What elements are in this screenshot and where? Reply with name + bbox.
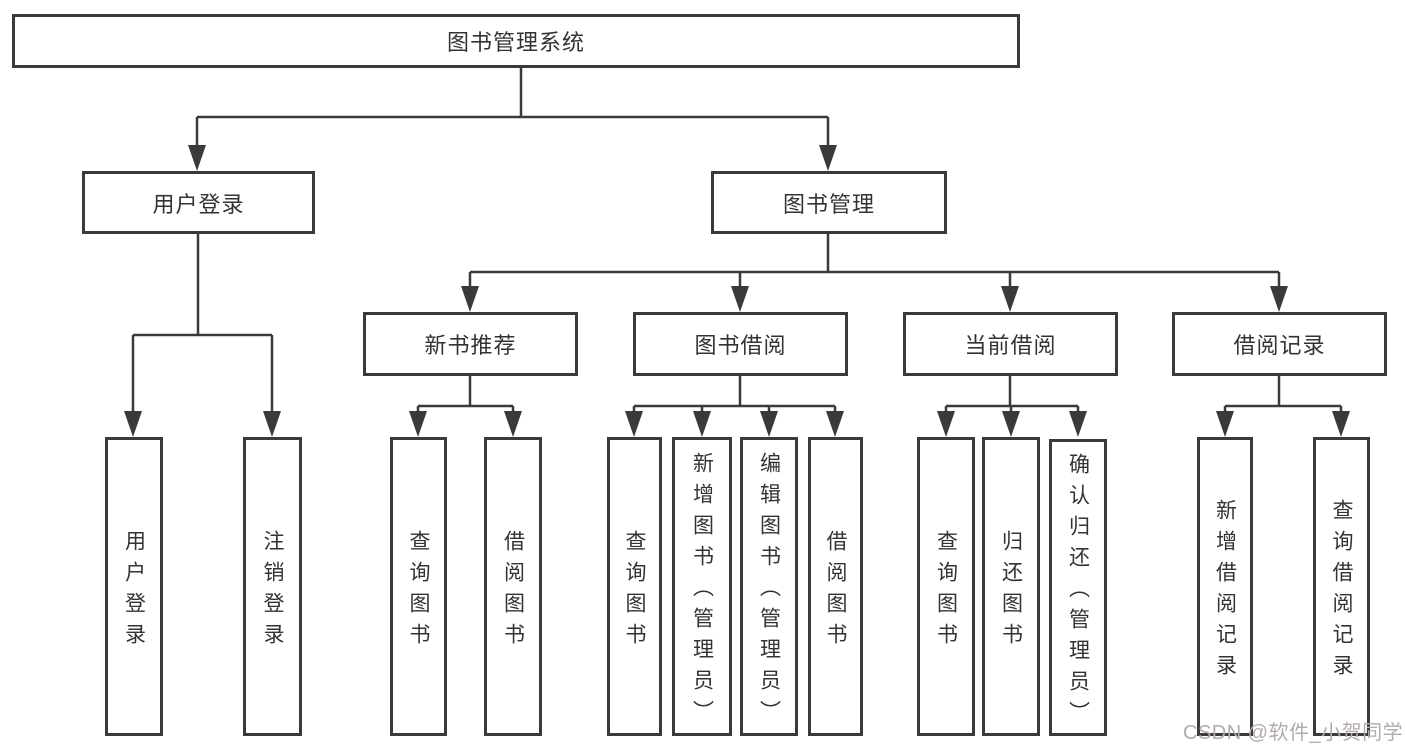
node-book-borrow: 图书借阅 xyxy=(633,312,848,376)
arrowhead-icon xyxy=(1001,286,1019,312)
connector-new-book-branch xyxy=(416,376,515,419)
arrowhead-icon xyxy=(625,411,643,437)
leaf-query-books-recommend-label: 查询图书 xyxy=(407,529,430,654)
node-current-borrow: 当前借阅 xyxy=(903,312,1118,376)
node-borrow-records-label: 借阅记录 xyxy=(1233,333,1326,358)
node-borrow-records: 借阅记录 xyxy=(1172,312,1387,376)
leaf-query-books-current-label: 查询图书 xyxy=(934,529,958,654)
leaf-edit-books-admin: 编辑图书（管理员） xyxy=(740,437,798,736)
connector-user-login-branch xyxy=(131,234,274,418)
node-user-login-label: 用户登录 xyxy=(152,191,245,217)
leaf-query-books-recommend: 查询图书 xyxy=(390,437,447,736)
leaf-return-books-label: 归还图书 xyxy=(999,529,1023,654)
arrowhead-icon xyxy=(760,411,778,437)
leaf-query-borrow-record-label: 查询借阅记录 xyxy=(1330,498,1353,685)
arrowhead-icon xyxy=(1002,411,1020,437)
node-new-book-recommend-label: 新书推荐 xyxy=(424,333,517,358)
leaf-user-login-label: 用户登录 xyxy=(122,529,146,654)
arrowhead-icon xyxy=(504,411,522,437)
leaf-edit-books-admin-label: 编辑图书（管理员） xyxy=(757,452,781,731)
node-book-borrow-label: 图书借阅 xyxy=(694,333,787,358)
leaf-confirm-return-admin-label: 确认归还（管理员） xyxy=(1066,453,1090,732)
arrowhead-icon xyxy=(1332,411,1350,437)
node-book-management: 图书管理 xyxy=(711,171,947,234)
leaf-borrow-books-recommend-label: 借阅图书 xyxy=(501,529,525,654)
csdn-watermark: CSDN @软件_小贺同学 xyxy=(1183,722,1404,744)
node-root-label: 图书管理系统 xyxy=(446,30,585,55)
arrowhead-icon xyxy=(1270,286,1288,312)
node-new-book-recommend: 新书推荐 xyxy=(363,312,578,376)
arrowhead-icon xyxy=(188,145,206,171)
arrowhead-icon xyxy=(826,411,844,437)
leaf-confirm-return-admin: 确认归还（管理员） xyxy=(1049,439,1107,736)
node-root: 图书管理系统 xyxy=(12,14,1020,68)
arrowhead-icon xyxy=(409,411,427,437)
connector-root xyxy=(195,68,830,152)
arrowhead-icon xyxy=(693,411,711,437)
arrowhead-icon xyxy=(819,145,837,171)
leaf-query-books-current: 查询图书 xyxy=(917,437,975,736)
leaf-query-borrow-record: 查询借阅记录 xyxy=(1313,437,1370,736)
leaf-query-books-borrow-label: 查询图书 xyxy=(623,529,646,654)
leaf-logout-label: 注销登录 xyxy=(261,529,284,654)
arrowhead-icon xyxy=(124,411,142,437)
leaf-add-borrow-record-label: 新增借阅记录 xyxy=(1213,498,1237,685)
leaf-add-books-admin-label: 新增图书（管理员） xyxy=(690,452,714,731)
leaf-borrow-books-recommend: 借阅图书 xyxy=(484,437,542,736)
node-book-management-label: 图书管理 xyxy=(782,191,875,217)
leaf-add-books-admin: 新增图书（管理员） xyxy=(672,437,732,736)
leaf-user-login: 用户登录 xyxy=(105,437,163,736)
leaf-return-books: 归还图书 xyxy=(982,437,1040,736)
connector-book-management-branch xyxy=(468,234,1281,294)
leaf-query-books-borrow: 查询图书 xyxy=(607,437,662,736)
leaf-add-borrow-record: 新增借阅记录 xyxy=(1197,437,1253,736)
leaf-borrow-books-label: 借阅图书 xyxy=(824,529,847,654)
leaf-logout: 注销登录 xyxy=(243,437,302,736)
arrowhead-icon xyxy=(461,286,479,312)
leaf-borrow-books: 借阅图书 xyxy=(808,437,863,736)
arrowhead-icon xyxy=(263,411,281,437)
node-current-borrow-label: 当前借阅 xyxy=(964,333,1057,358)
arrowhead-icon xyxy=(937,411,955,437)
arrowhead-icon xyxy=(1069,411,1087,437)
connector-book-borrow-branch xyxy=(632,376,837,419)
connector-borrow-records-branch xyxy=(1223,376,1343,419)
node-user-login: 用户登录 xyxy=(82,171,315,234)
arrowhead-icon xyxy=(1216,411,1234,437)
arrowhead-icon xyxy=(731,286,749,312)
